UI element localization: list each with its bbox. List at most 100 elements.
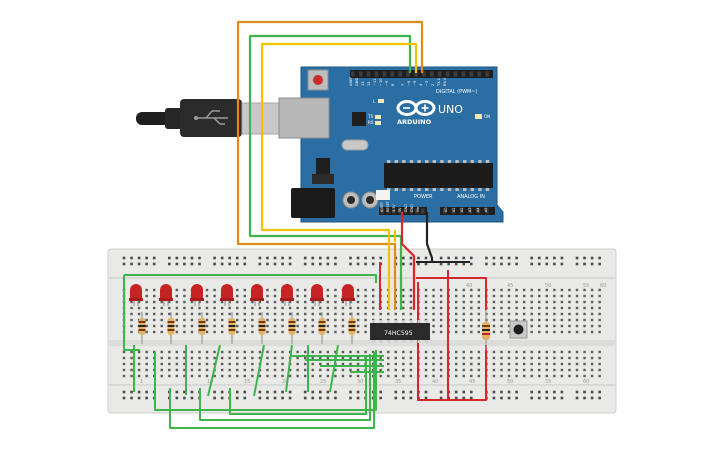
svg-text:GND: GND	[355, 78, 359, 86]
wire-red-button[interactable]	[416, 277, 487, 310]
breadboard[interactable]: 40 45 50 55 60 1 10 15 20 25 30 35 40 45…	[107, 248, 617, 414]
svg-text:7: 7	[401, 84, 405, 86]
bb-top-number-2: 45	[507, 283, 513, 289]
resistor-1[interactable]	[138, 312, 146, 344]
resistor-8[interactable]	[348, 312, 356, 344]
svg-text:A3: A3	[468, 208, 472, 212]
resistor-3[interactable]	[198, 312, 206, 344]
wire-black-gnd[interactable]	[425, 212, 434, 262]
wire-green-clock[interactable]	[248, 34, 412, 310]
bb-top-number-1: 40	[466, 283, 472, 289]
bb-bottom-number-7: 35	[395, 379, 401, 385]
svg-text:GND: GND	[410, 204, 414, 212]
wire-green-bottom-1[interactable]	[154, 350, 377, 411]
on-led	[475, 114, 482, 119]
push-button[interactable]	[509, 320, 528, 339]
voltage-regulator	[316, 158, 330, 174]
svg-text:~6: ~6	[407, 80, 411, 86]
resistor-6[interactable]	[288, 312, 296, 344]
rx-label: RX	[368, 120, 374, 125]
led-body	[281, 284, 293, 300]
led-body	[311, 284, 323, 300]
svg-text:A2: A2	[460, 208, 464, 212]
shift-register-74hc595[interactable]: 74HC595	[370, 320, 430, 343]
led-1[interactable]	[129, 284, 143, 306]
bb-bottom-number-6: 30	[357, 379, 363, 385]
led-body	[342, 284, 354, 300]
l-led	[378, 99, 384, 103]
led-3[interactable]	[190, 284, 204, 306]
led-8[interactable]	[341, 284, 355, 306]
resistor-4[interactable]	[228, 312, 236, 344]
led-row	[129, 284, 355, 306]
svg-text:TX 1: TX 1	[437, 78, 441, 87]
on-label: ON	[484, 114, 490, 119]
led-4[interactable]	[220, 284, 234, 306]
wire-green-bottom-3[interactable]	[199, 354, 371, 421]
bb-bottom-number-8: 40	[432, 379, 438, 385]
bb-bottom-number-1: 1	[140, 379, 143, 385]
usb-cable-strain-relief	[136, 112, 172, 125]
bb-bottom-number-12: 60	[583, 379, 589, 385]
digital-label: DIGITAL (PWM~)	[436, 89, 478, 95]
arduino-uno-board[interactable]: AREF GND 13 12 ~11 ~10 ~9 8 7 ~6 ~5 4 ~3…	[278, 66, 504, 223]
wire-green-top-rail[interactable]	[124, 274, 377, 283]
shift-register-pins	[372, 320, 429, 343]
atmega-chip	[384, 163, 493, 188]
tx-label: TX	[367, 114, 373, 119]
power-header	[379, 207, 427, 215]
led-2[interactable]	[159, 284, 173, 306]
wire-red-5v[interactable]	[400, 212, 416, 310]
led-7[interactable]	[310, 284, 324, 306]
power-label: POWER	[414, 194, 433, 200]
arduino-logo-icon	[396, 100, 436, 116]
svg-text:RX 0: RX 0	[443, 77, 447, 86]
bb-top-number-3: 50	[545, 283, 551, 289]
button-resistor[interactable]	[482, 310, 490, 350]
bb-bottom-number-3: 15	[244, 379, 250, 385]
led-body	[221, 284, 233, 300]
bb-bottom-number-4: 20	[282, 379, 288, 385]
led-body	[160, 284, 172, 300]
svg-text:AREF: AREF	[349, 77, 353, 86]
arduino-wires	[236, 20, 434, 310]
resistor-7[interactable]	[318, 312, 326, 344]
arduino-brand: ARDUINO	[397, 118, 432, 126]
resistor-2[interactable]	[167, 312, 175, 344]
usb-cable[interactable]	[136, 99, 281, 137]
breadboard-rail-divider-top	[108, 277, 616, 279]
svg-text:4: 4	[419, 83, 423, 86]
svg-text:12: 12	[367, 81, 371, 86]
crystal	[341, 139, 369, 151]
breadboard-rail-divider-bottom	[108, 384, 616, 386]
usb-b-port	[278, 97, 330, 139]
bb-bottom-number-5: 25	[320, 379, 326, 385]
power-pin-labels: IOREF RESET 3.3V 5V GND GND Vin A0 A1 A2…	[380, 200, 488, 212]
led-6[interactable]	[280, 284, 294, 306]
svg-text:8: 8	[391, 83, 395, 86]
svg-text:GND: GND	[404, 204, 408, 212]
arduino-model: UNO	[438, 103, 463, 116]
breadboard-wires	[123, 261, 487, 429]
svg-text:~11: ~11	[373, 78, 377, 86]
push-button-cap	[513, 324, 524, 335]
svg-text:RESET: RESET	[386, 200, 390, 212]
led-5[interactable]	[250, 284, 264, 306]
wire-green-bottom-2[interactable]	[169, 352, 375, 429]
led-body	[191, 284, 203, 300]
bb-bottom-number-9: 45	[469, 379, 475, 385]
svg-text:~3: ~3	[425, 81, 429, 86]
shift-register-body	[370, 323, 430, 340]
l-led-label: L	[373, 99, 376, 104]
dc-power-jack	[291, 188, 335, 218]
wire-orange[interactable]	[236, 20, 424, 310]
wire-green-bottom-4[interactable]	[229, 356, 367, 415]
bb-top-number-5: 60	[600, 283, 606, 289]
usb-icon	[194, 110, 228, 125]
bb-bottom-number-11: 55	[545, 379, 551, 385]
svg-text:13: 13	[361, 81, 365, 86]
resistor-5[interactable]	[258, 312, 266, 344]
wire-yellow[interactable]	[260, 42, 418, 310]
